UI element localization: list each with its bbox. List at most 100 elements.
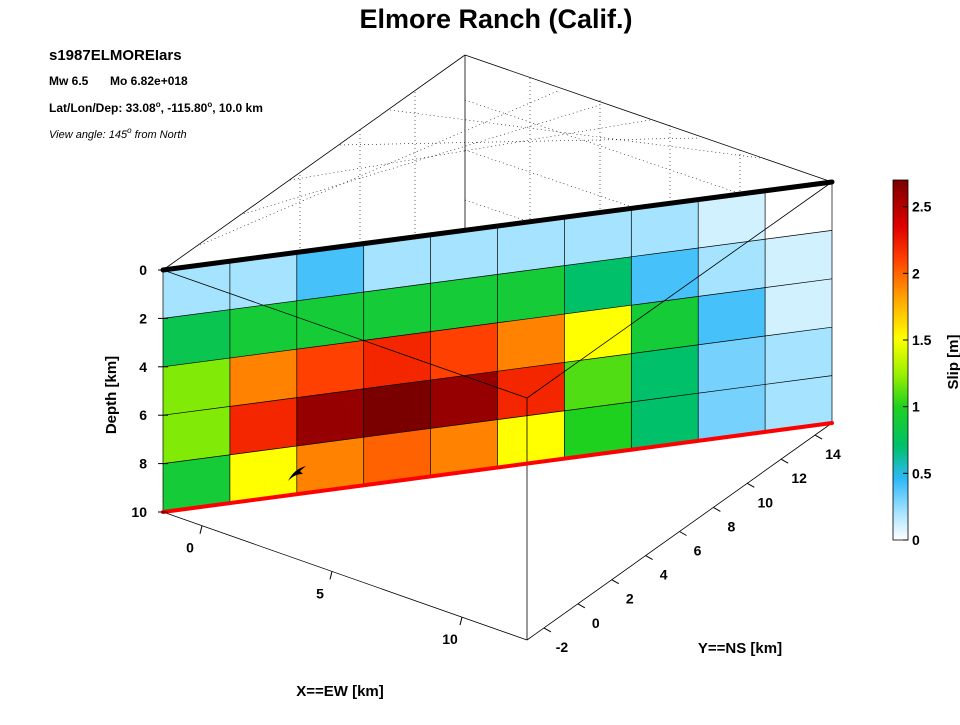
slip-cell-r0-c2: [296, 243, 364, 301]
cell-gridlines: [162, 182, 833, 512]
y-tick-mark: [577, 603, 586, 609]
y-axis-label: Y==NS [km]: [698, 640, 782, 657]
depth-tick-label: 2: [139, 310, 147, 326]
back-gridline: [464, 99, 833, 226]
x-tick-mark: [199, 525, 203, 534]
colorbar-label: Slip [m]: [945, 334, 960, 389]
slip-cell-r1-c7: [631, 248, 699, 306]
y-tick-mark: [645, 555, 653, 561]
y-tick-label: 4: [660, 567, 668, 583]
slip-cell-r1-c4: [430, 274, 498, 332]
back-gridline: [289, 119, 651, 181]
slip-cell-r3-c8: [698, 336, 766, 394]
location-line: Lat/Lon/Dep: 33.08o, -115.80o, 10.0 km: [49, 100, 263, 115]
event-id: s1987ELMOREIars: [49, 47, 182, 64]
y-tick-label: 2: [626, 591, 634, 607]
slip-cell-r3-c5: [497, 362, 565, 420]
x-tick-label: 0: [186, 540, 194, 556]
depth-tick-label: 4: [139, 359, 147, 375]
slip-cell-r1-c9: [765, 230, 832, 288]
slip-cell-r2-c3: [363, 331, 431, 389]
depth-tick-label: 8: [139, 456, 147, 472]
depth-tick-label: 0: [139, 262, 147, 278]
x-tick-label: 5: [316, 585, 324, 601]
slip-cells: [163, 182, 832, 512]
depth-tick-label: 10: [131, 504, 147, 520]
hypocenter-marker: [288, 466, 306, 481]
depth-tick-label: 6: [139, 407, 147, 423]
x-axis-label: X==EW [km]: [296, 683, 384, 700]
slip-cell-r4-c7: [631, 393, 699, 451]
slip-cell-r4-c8: [698, 384, 766, 442]
slip-cell-r0-c8: [698, 190, 766, 248]
y-tick-label: 0: [592, 615, 600, 631]
slip-cell-r2-c2: [296, 340, 364, 398]
y-tick-mark: [780, 458, 789, 464]
slip-cell-r4-c4: [430, 419, 498, 477]
y-tick-label: 12: [791, 470, 807, 486]
slip-cell-r4-c5: [497, 410, 565, 468]
slip-cell-r0-c4: [430, 226, 498, 284]
colorbar-tick-label: 0: [912, 532, 920, 548]
y-tick-label: -2: [556, 639, 569, 655]
slip-cell-r3-c0: [163, 406, 230, 464]
back-gridline: [339, 137, 701, 146]
y-tick-mark: [543, 627, 552, 633]
y-tick-label: 8: [727, 518, 735, 534]
slip-cell-r0-c7: [631, 199, 699, 257]
y-tick-mark: [611, 579, 619, 585]
colorbar-tick-label: 1: [912, 399, 920, 415]
slip-cell-r4-c3: [363, 428, 431, 486]
slip-cell-r2-c9: [765, 278, 832, 336]
slip-cell-r3-c9: [765, 327, 832, 385]
slip-cell-r2-c1: [229, 349, 297, 407]
x-tick-mark: [459, 617, 463, 626]
fault-top-edge: [160, 179, 835, 273]
slip-cell-r1-c6: [564, 256, 632, 314]
y-tick-label: 10: [757, 494, 773, 510]
slip-cell-r1-c1: [229, 300, 297, 358]
colorbar: [892, 179, 909, 541]
y-tick-mark: [814, 434, 823, 440]
slip-cell-r2-c4: [430, 322, 498, 380]
chart-title: Elmore Ranch (Calif.): [359, 4, 632, 34]
y-tick-mark: [679, 531, 687, 536]
y-tick-label: 6: [694, 543, 702, 559]
slip-cell-r2-c6: [564, 305, 632, 363]
back-gridline: [239, 104, 601, 216]
fault-bottom-edge: [161, 421, 834, 514]
slip-cell-r4-c6: [564, 402, 632, 460]
slip-cell-r3-c6: [564, 353, 632, 411]
slip-cell-r2-c8: [698, 287, 766, 345]
colorbar-tick-label: 2: [912, 265, 920, 281]
colorbar-ticks: 00.511.522.5: [903, 199, 932, 548]
colorbar-tick-label: 0.5: [912, 465, 932, 481]
slip-cell-r0-c3: [363, 234, 431, 292]
slip-cell-r1-c0: [163, 309, 230, 367]
slip-cell-r3-c1: [229, 397, 297, 455]
slip-cell-r0-c6: [564, 208, 632, 266]
view-angle: View angle: 145o from North: [49, 126, 187, 141]
back-gridline: [389, 109, 761, 159]
colorbar-tick-label: 2.5: [912, 199, 932, 215]
slip-cell-r2-c5: [497, 314, 565, 372]
x-tick-label: 10: [442, 631, 458, 647]
slip-cell-r4-c0: [163, 454, 230, 512]
slip-cell-r1-c3: [363, 283, 431, 341]
depth-axis-label: Depth [km]: [103, 356, 120, 434]
slip-cell-r3-c3: [363, 380, 431, 438]
slip-cell-r4-c2: [296, 437, 364, 495]
slip-cell-r1-c5: [497, 265, 565, 323]
slip-cell-r2-c7: [631, 296, 699, 354]
slip-cell-r0-c5: [497, 217, 565, 275]
slip-cell-r2-c0: [163, 358, 230, 416]
slip-cell-r4-c1: [229, 446, 297, 504]
x-tick-mark: [329, 571, 333, 580]
slip-cell-r3-c7: [631, 344, 699, 402]
slip-cell-r3-c4: [430, 371, 498, 429]
slip-cell-r1-c8: [698, 239, 766, 297]
seismic-moment: Mo 6.82e+018: [110, 74, 188, 88]
